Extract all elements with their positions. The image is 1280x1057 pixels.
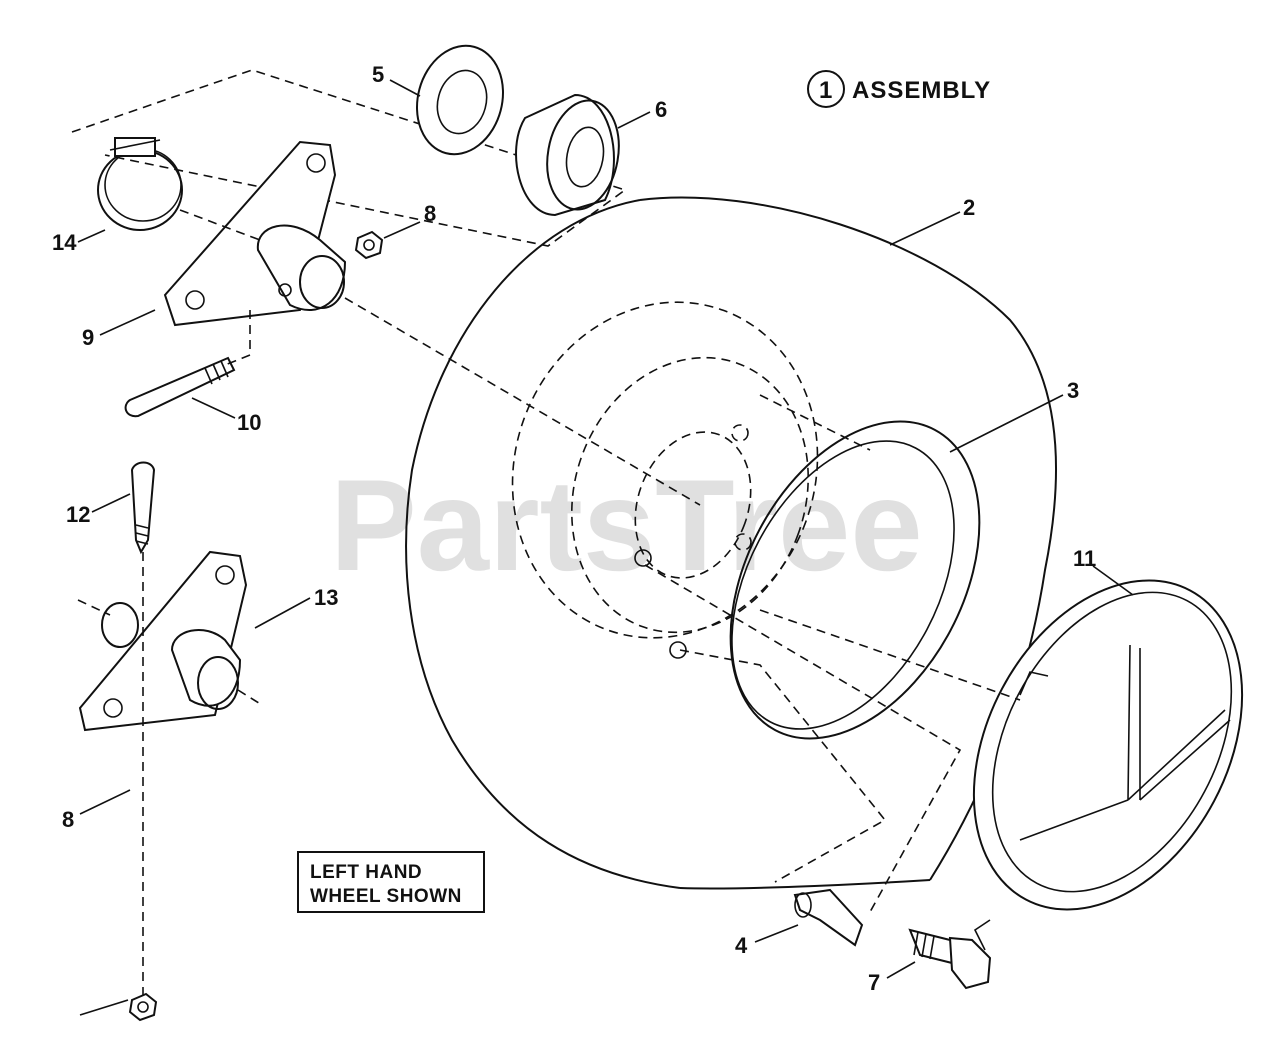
- callout-labels: 5 6 2 3 8 14 9 10 12 13 11 8 4 7: [52, 62, 1096, 995]
- tire: [405, 196, 1057, 890]
- nut-part-8-bottom: [128, 992, 158, 1022]
- watermark: PartsTree: [330, 452, 923, 598]
- title-number-circle: [807, 70, 845, 108]
- seal-part-5: [416, 44, 504, 156]
- nut-part-8-top: [354, 230, 384, 260]
- dashed-centerlines: [77, 209, 1021, 995]
- bracket-part-9: [163, 140, 347, 327]
- callout-8-bottom: 8: [62, 807, 74, 832]
- callout-14: 14: [52, 230, 77, 255]
- note-frame: [297, 851, 485, 913]
- callout-4: 4: [735, 933, 748, 958]
- clamp-part-14: [97, 137, 183, 231]
- bearing-part-6: [515, 93, 620, 217]
- callout-8-top: 8: [424, 201, 436, 226]
- title-number: 1: [819, 77, 833, 104]
- callout-13: 13: [314, 585, 338, 610]
- callout-7: 7: [868, 970, 880, 995]
- callout-12: 12: [66, 502, 90, 527]
- valve-stem-part-4: [793, 888, 864, 947]
- dashed-assembly-box: [71, 69, 627, 247]
- title-text: ASSEMBLY: [852, 77, 991, 104]
- note-box: LEFT HAND WHEEL SHOWN: [297, 851, 485, 913]
- callout-5: 5: [372, 62, 384, 87]
- bracket-part-13: [78, 550, 248, 732]
- bolt-part-12: [130, 461, 156, 555]
- leader-lines: [77, 79, 1134, 1016]
- pin-part-10: [124, 356, 236, 418]
- callout-3: 3: [1067, 378, 1079, 403]
- bolt-part-7: [908, 928, 992, 990]
- callout-9: 9: [82, 325, 94, 350]
- callout-6: 6: [655, 97, 667, 122]
- callout-10: 10: [237, 410, 261, 435]
- note-line-1: LEFT HAND: [310, 862, 422, 883]
- note-line-2: WHEEL SHOWN: [310, 886, 462, 907]
- hubcap-part-11: [972, 579, 1244, 951]
- callout-2: 2: [963, 195, 975, 220]
- callout-11: 11: [1073, 546, 1096, 571]
- assembly-title: 1 ASSEMBLY: [807, 70, 991, 108]
